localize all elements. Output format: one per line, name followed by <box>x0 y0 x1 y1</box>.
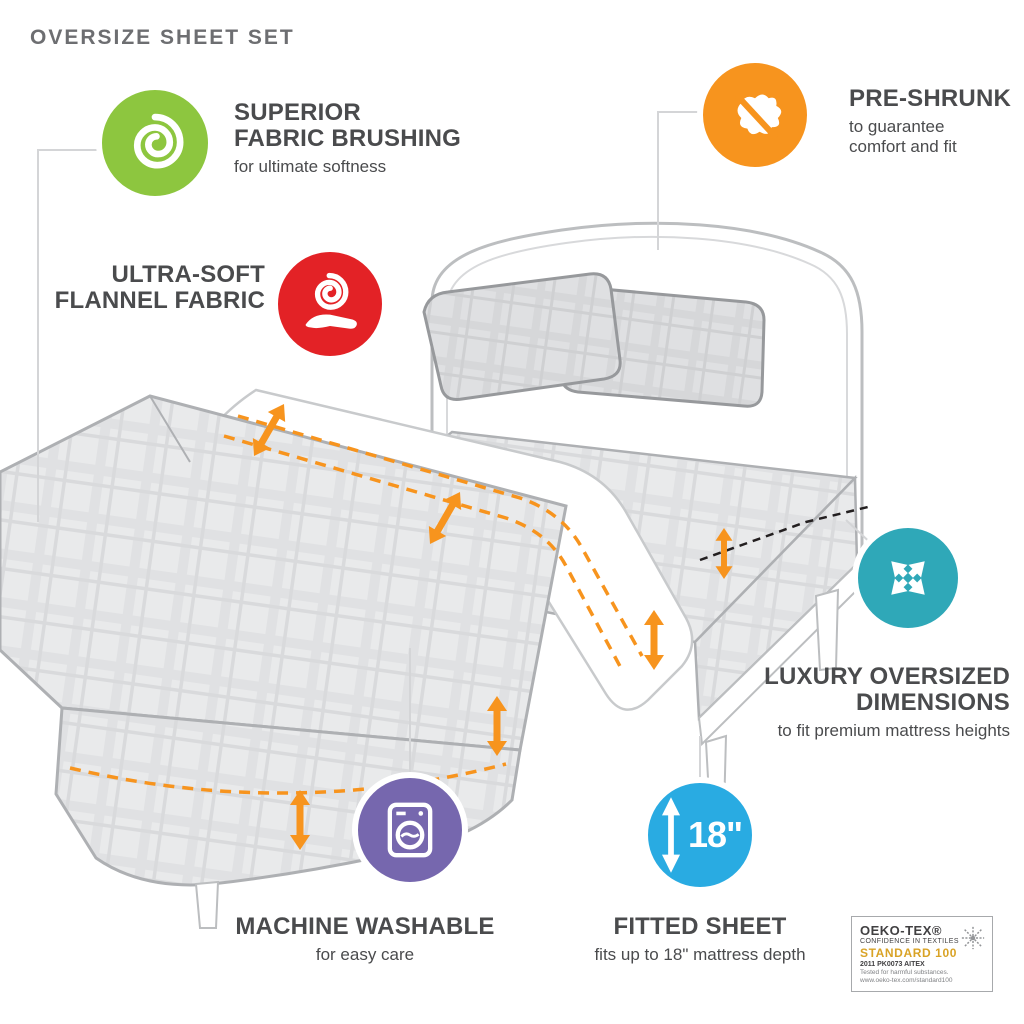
feature-subtitle: fits up to 18" mattress depth <box>594 944 806 964</box>
oversize-dashed-trim <box>69 414 644 795</box>
oeko-tex-standard: STANDARD 100 <box>860 946 957 960</box>
feature-subtitle: to guarantee comfort and fit <box>849 116 957 157</box>
oeko-tex-certification-badge: OEKO-TEX® CONFIDENCE IN TEXTILES STANDAR… <box>851 916 993 992</box>
no-shrink-fabric-icon <box>734 93 782 140</box>
feature-subtitle: for ultimate softness <box>234 156 387 176</box>
feature-title: FITTED SHEET <box>613 913 787 940</box>
feature-flannel: ULTRA-SOFT FLANNEL FABRIC <box>35 262 265 314</box>
oeko-tex-url: www.oeko-tex.com/standard100 <box>860 977 953 984</box>
oeko-tex-code: 2011 PK0073 AITEX <box>860 961 925 968</box>
flannel-badge <box>272 246 388 362</box>
pillows <box>422 272 766 408</box>
fabric-brushing-swirl-icon <box>133 113 184 169</box>
oeko-tex-flower-icon <box>961 926 985 950</box>
feature-oversized-dimensions: LUXURY OVERSIZED DIMENSIONS to fit premi… <box>655 664 1010 741</box>
feature-fabric-brushing: SUPERIOR FABRIC BRUSHING for ultimate so… <box>234 100 461 177</box>
pre-shrunk-badge <box>697 57 813 173</box>
feature-fitted-sheet: FITTED SHEET fits up to 18" mattress dep… <box>560 914 840 965</box>
feature-subtitle: for easy care <box>315 944 415 964</box>
oeko-tex-brand: OEKO-TEX® <box>860 923 942 938</box>
washing-machine-icon <box>387 802 433 858</box>
feature-pre-shrunk: PRE-SHRUNK to guarantee comfort and fit <box>849 86 1011 158</box>
soft-hand-swirl-icon <box>305 272 357 329</box>
leader-lines <box>37 111 877 780</box>
feature-title: PRE-SHRUNK <box>849 85 1012 112</box>
feature-machine-washable: MACHINE WASHABLE for easy care <box>225 914 505 965</box>
machine-washable-badge <box>352 772 468 888</box>
depth-value: 18" <box>687 814 743 855</box>
feature-title: MACHINE WASHABLE <box>235 913 495 940</box>
feature-title: SUPERIOR FABRIC BRUSHING <box>234 99 462 152</box>
feature-title: LUXURY OVERSIZED DIMENSIONS <box>764 663 1010 716</box>
oversized-dimensions-badge <box>852 522 964 634</box>
mattress-depth-dashed-line <box>699 504 873 562</box>
expand-arrows-icon <box>871 541 945 615</box>
depth-arrow-icon <box>661 797 680 873</box>
feature-subtitle: to fit premium mattress heights <box>777 720 1010 740</box>
fitted-sheet-depth-badge: 18" <box>642 777 758 893</box>
page-title: OVERSIZE SHEET SET <box>30 26 295 49</box>
feature-title: ULTRA-SOFT FLANNEL FABRIC <box>54 261 265 314</box>
oeko-tex-tested-note: Tested for harmful substances. <box>860 969 949 976</box>
oeko-tex-confidence: CONFIDENCE IN TEXTILES <box>860 938 959 945</box>
fabric-brushing-badge <box>96 84 214 202</box>
